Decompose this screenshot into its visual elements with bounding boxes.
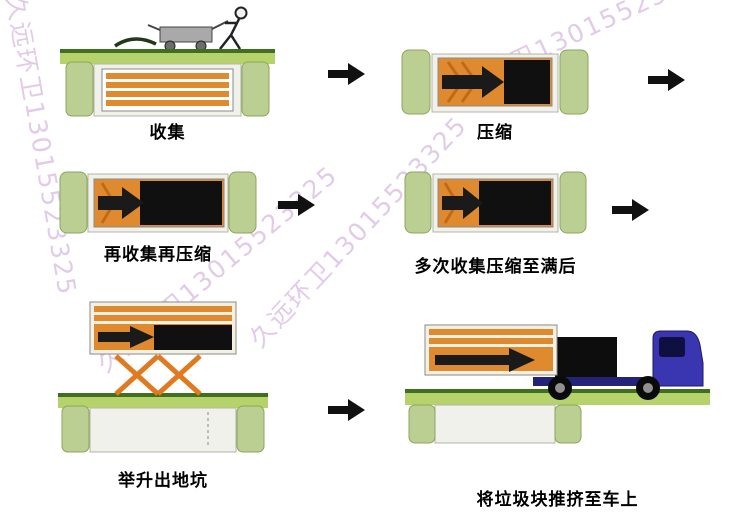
push-ram-arrow — [435, 348, 535, 372]
step-lift-out: 举升出地坑 — [58, 298, 268, 493]
compressed-waste-block — [555, 337, 617, 377]
scissor-lift — [114, 354, 202, 396]
step-caption: 将垃圾块推挤至车上 — [476, 490, 639, 510]
pit-interior — [89, 407, 237, 453]
waste-container — [424, 324, 558, 376]
worker-figure — [219, 6, 248, 50]
pit-wall-right — [559, 171, 587, 234]
step-caption: 举升出地坑 — [118, 471, 208, 491]
flow-arrow — [328, 62, 366, 86]
step-caption: 压缩 — [477, 123, 513, 143]
ground-surface — [60, 49, 275, 64]
pit-wall-right — [554, 404, 582, 444]
push-ram-arrow — [442, 187, 483, 219]
pit-wall-left — [401, 49, 431, 115]
compressed-waste — [479, 181, 551, 225]
pit-wall-left — [59, 171, 88, 234]
truck-loading-illustration — [405, 324, 710, 444]
truck-window — [659, 337, 685, 357]
step-push-onto-truck: 将垃圾块推挤至车上 — [405, 293, 710, 518]
pit-wall-right — [236, 405, 265, 453]
push-ram-arrow — [442, 66, 504, 98]
step-recollect-recompress: 再收集再压缩 — [58, 170, 258, 270]
ground-scribble — [114, 37, 157, 48]
pit-wall-right — [228, 171, 257, 234]
ground-surface — [58, 393, 268, 408]
step-caption: 多次收集压缩至满后 — [414, 257, 577, 277]
step-repeat-until-full: 多次收集压缩至满后 — [403, 170, 588, 280]
lift-illustration — [58, 301, 268, 453]
compress-illustration — [401, 49, 589, 115]
step-caption: 再收集再压缩 — [104, 245, 212, 265]
pit-wall-left — [65, 61, 94, 117]
compressed-waste — [154, 325, 232, 350]
waste-container — [101, 68, 234, 112]
compressed-waste — [504, 60, 550, 104]
truck — [533, 330, 704, 400]
flow-arrow — [612, 198, 650, 222]
step-collect: 收集 — [60, 5, 275, 145]
full-container-illustration — [404, 171, 587, 234]
step-caption: 收集 — [149, 123, 186, 143]
push-ram-arrow — [98, 326, 154, 348]
flow-arrow — [648, 68, 686, 92]
push-ram-arrow — [98, 187, 144, 219]
flow-arrow — [328, 398, 366, 422]
pit-wall-left — [61, 405, 90, 453]
pit-wall-left — [408, 404, 436, 444]
compressed-waste — [140, 181, 222, 225]
collect-illustration — [60, 6, 275, 117]
recollect-illustration — [59, 171, 257, 234]
collection-cart — [147, 20, 229, 52]
pit-interior — [434, 404, 556, 444]
pit-wall-right — [559, 49, 589, 115]
pit-wall-right — [241, 61, 270, 117]
pit-wall-left — [404, 171, 432, 234]
step-compress: 压缩 — [400, 48, 590, 148]
flow-arrow — [278, 193, 316, 217]
